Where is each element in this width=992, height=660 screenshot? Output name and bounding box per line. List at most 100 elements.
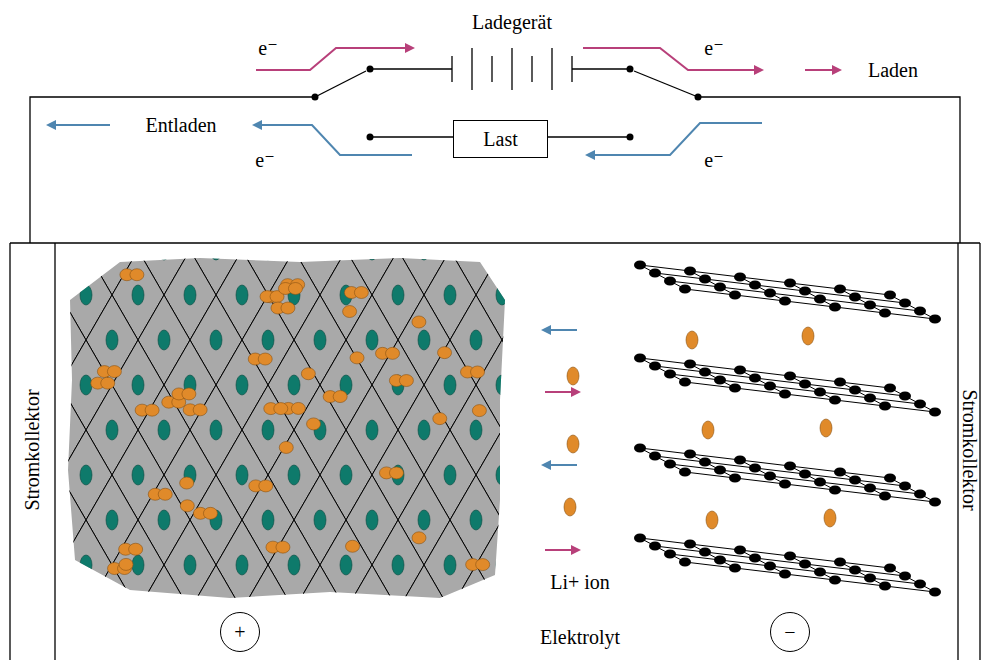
graphite-bond	[740, 460, 790, 466]
graphite-bond	[805, 291, 855, 297]
oxygen-atom	[548, 375, 560, 395]
lattice-cell	[112, 520, 164, 610]
oxygen-atom	[366, 330, 378, 350]
oxygen-atom	[158, 330, 170, 350]
carbon-atom	[884, 384, 896, 393]
oxygen-atom	[496, 375, 508, 395]
graphite-bond	[655, 456, 705, 462]
graphite-bond	[640, 538, 690, 544]
carbon-atom	[634, 534, 646, 543]
oxygen-atom	[522, 510, 534, 530]
oxygen-atom	[184, 195, 196, 215]
oxygen-atom	[80, 375, 92, 395]
lithium-ion	[130, 269, 144, 281]
graphite-bond	[685, 472, 735, 478]
oxygen-atom	[80, 465, 92, 485]
lattice-cell	[476, 520, 528, 610]
carbon-atom	[729, 564, 741, 573]
graphite-bond	[770, 476, 820, 482]
carbon-atom	[749, 281, 761, 290]
carbon-atom	[784, 279, 796, 288]
carbon-atom	[699, 275, 711, 284]
lattice-cell	[528, 250, 580, 340]
oxygen-atom	[288, 465, 300, 485]
oxygen-atom	[470, 330, 482, 350]
lithium-ion	[101, 377, 115, 389]
graphite-layers	[634, 261, 941, 597]
lithium-ion	[281, 302, 295, 314]
carbon-atom	[714, 556, 726, 565]
oxygen-atom	[132, 285, 144, 305]
graphite-bond	[820, 572, 870, 578]
oxygen-atom	[314, 510, 326, 530]
graphite-bond	[740, 370, 790, 376]
carbon-atom	[814, 295, 826, 304]
oxygen-atom	[54, 330, 66, 350]
lattice-cell	[86, 565, 138, 655]
carbon-atom	[834, 468, 846, 477]
carbon-atom	[749, 374, 761, 383]
carbon-atom	[779, 390, 791, 399]
graphite-bond	[690, 454, 740, 460]
carbon-atom	[929, 315, 941, 324]
oxygen-atom	[548, 465, 560, 485]
oxygen-atom	[54, 240, 66, 260]
oxygen-atom	[236, 285, 248, 305]
oxygen-atom	[106, 240, 118, 260]
oxygen-atom	[236, 465, 248, 485]
oxygen-atom	[470, 510, 482, 530]
graphite-bond	[790, 556, 840, 562]
oxygen-atom	[496, 195, 508, 215]
lithium-ion	[129, 543, 143, 555]
lithium-ion	[438, 347, 452, 359]
oxygen-atom	[80, 285, 92, 305]
electron-label: e⁻	[258, 38, 277, 58]
carbon-atom	[679, 285, 691, 294]
oxygen-atom	[28, 285, 40, 305]
graphite-bond	[855, 570, 905, 576]
lithium-ion	[276, 541, 290, 553]
cathode-lattice	[28, 195, 580, 655]
oxygen-atom	[392, 285, 404, 305]
lattice-cell	[138, 565, 190, 655]
lithium-ion	[412, 316, 426, 328]
graphite-bond	[855, 480, 905, 486]
graphite-bond	[855, 390, 905, 396]
carbon-atom	[699, 368, 711, 377]
oxygen-atom	[106, 510, 118, 530]
graphite-bond	[735, 568, 785, 574]
carbon-atom	[814, 478, 826, 487]
carbon-atom	[879, 309, 891, 318]
collector-label: Stromkollektor	[960, 389, 980, 510]
carbon-atom	[864, 301, 876, 310]
carbon-atom	[764, 382, 776, 391]
carbon-atom	[714, 283, 726, 292]
carbon-atom	[734, 366, 746, 375]
graphite-bond	[835, 400, 885, 406]
graphite-bond	[705, 279, 755, 285]
graphite-bond	[870, 398, 920, 404]
oxygen-atom	[262, 330, 274, 350]
oxygen-atom	[392, 195, 404, 215]
lattice-cell	[294, 565, 346, 655]
graphite-bond	[790, 376, 840, 382]
oxygen-atom	[392, 555, 404, 575]
graphite-bond	[840, 472, 890, 478]
lattice-cell	[164, 520, 216, 610]
cell-housing	[10, 243, 980, 660]
graphite-bond	[755, 378, 805, 384]
graphite-bond	[735, 478, 785, 484]
carbon-atom	[749, 464, 761, 473]
lithium-ion	[203, 507, 217, 519]
graphite-bond	[655, 273, 705, 279]
oxygen-atom	[262, 600, 274, 620]
carbon-atom	[899, 392, 911, 401]
oxygen-atom	[158, 420, 170, 440]
carbon-atom	[914, 307, 926, 316]
lithium-ion	[307, 418, 321, 430]
graphite-bond	[855, 297, 905, 303]
carbon-atom	[684, 267, 696, 276]
carbon-atom	[884, 291, 896, 300]
graphite-bond	[870, 305, 920, 311]
